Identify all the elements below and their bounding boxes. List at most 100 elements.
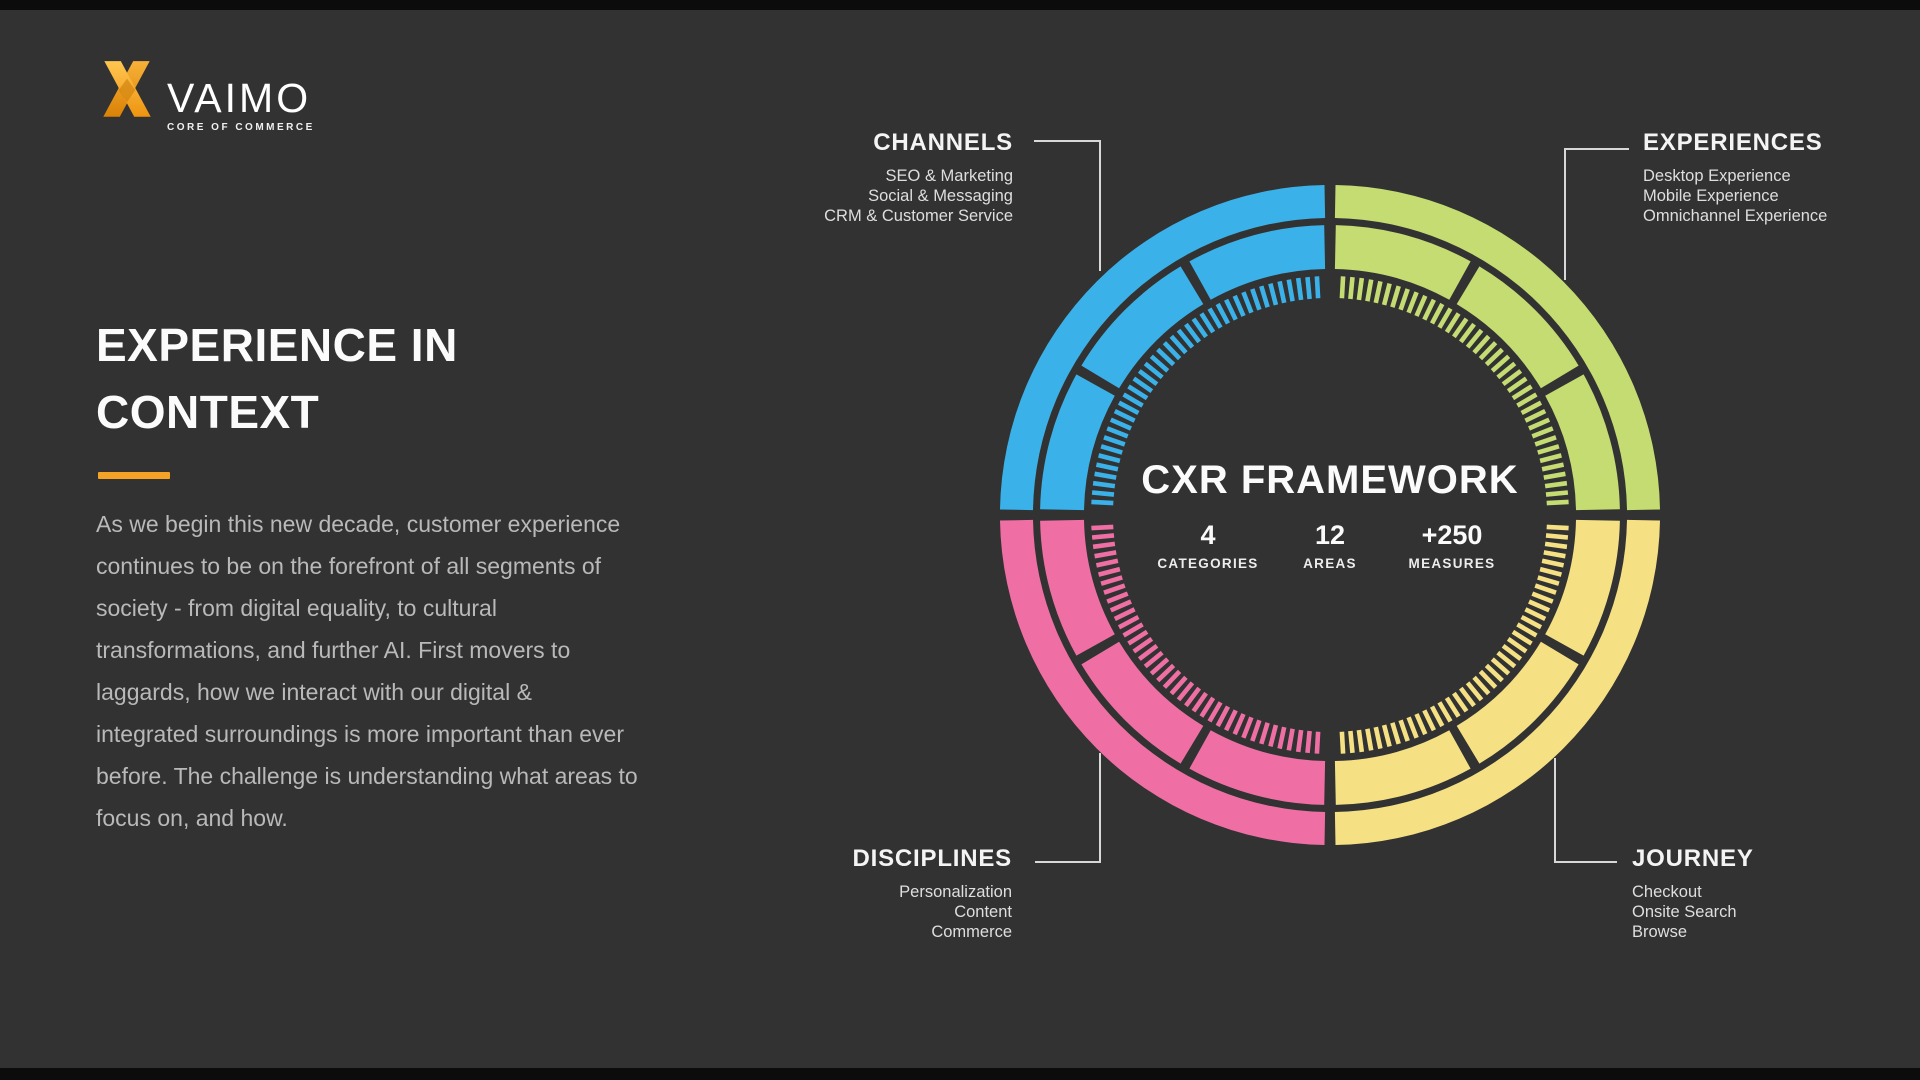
- quadrant-segment-experiences: [1545, 374, 1620, 511]
- tick-mark-journey: [1390, 722, 1401, 745]
- quadrant-item: Mobile Experience: [1643, 187, 1779, 205]
- tick-mark-disciplines: [1199, 696, 1216, 718]
- tick-mark-disciplines: [1094, 550, 1117, 559]
- tick-mark-channels: [1109, 417, 1132, 431]
- tick-mark-experiences: [1545, 490, 1569, 497]
- tick-mark-experiences: [1511, 384, 1533, 401]
- tick-mark-channels: [1176, 328, 1195, 349]
- tick-mark-disciplines: [1127, 629, 1149, 646]
- tick-mark-channels: [1286, 279, 1295, 302]
- tick-mark-journey: [1444, 696, 1461, 718]
- tick-mark-channels: [1295, 277, 1304, 301]
- tick-mark-disciplines: [1250, 719, 1262, 742]
- intro-paragraph: As we begin this new decade, customer ex…: [96, 503, 638, 839]
- tick-mark-channels: [1094, 471, 1117, 480]
- connector-line-experiences: [1564, 148, 1629, 280]
- tick-mark-journey: [1520, 614, 1543, 630]
- tick-mark-disciplines: [1095, 558, 1119, 568]
- quadrant-item: Social & Messaging: [868, 187, 1013, 205]
- framework-title: CXR FRAMEWORK: [1141, 458, 1519, 502]
- paragraph-line: before. The challenge is understanding w…: [96, 763, 638, 789]
- tick-mark-channels: [1259, 285, 1270, 308]
- tick-mark-experiences: [1501, 369, 1523, 387]
- intro-block: EXPERIENCE IN CONTEXT As we begin this n…: [96, 312, 638, 839]
- quadrant-item: Omnichannel Experience: [1643, 207, 1828, 225]
- tick-mark-disciplines: [1215, 705, 1231, 728]
- tick-mark-journey: [1429, 705, 1445, 728]
- tick-mark-experiences: [1398, 288, 1410, 311]
- tick-mark-experiences: [1490, 354, 1511, 373]
- tick-mark-journey: [1437, 701, 1453, 723]
- tick-mark-channels: [1156, 347, 1176, 367]
- stat-areas: 12 AREAS: [1272, 522, 1388, 572]
- quadrant-segment-journey: [1545, 519, 1620, 656]
- tick-mark-channels: [1092, 480, 1116, 489]
- tick-mark-channels: [1091, 490, 1115, 497]
- tick-mark-journey: [1545, 533, 1569, 540]
- tick-mark-journey: [1422, 709, 1436, 732]
- tick-mark-journey: [1543, 550, 1566, 559]
- tick-mark-disciplines: [1098, 566, 1121, 577]
- tick-mark-disciplines: [1106, 591, 1129, 604]
- tick-mark-channels: [1103, 435, 1126, 447]
- tick-mark-channels: [1143, 361, 1164, 380]
- tick-mark-journey: [1465, 681, 1484, 702]
- paragraph-line: society - from digital equality, to cult…: [96, 595, 497, 621]
- tick-mark-channels: [1314, 276, 1321, 299]
- tick-mark-disciplines: [1207, 701, 1223, 723]
- tick-mark-experiences: [1406, 291, 1419, 314]
- tick-mark-channels: [1127, 384, 1149, 401]
- tick-mark-journey: [1414, 713, 1428, 736]
- tick-mark-experiences: [1496, 361, 1517, 380]
- tick-mark-channels: [1113, 409, 1136, 423]
- tick-mark-channels: [1091, 499, 1114, 506]
- tick-mark-channels: [1149, 354, 1170, 373]
- tick-mark-experiences: [1478, 341, 1498, 361]
- framework-stats: 4 CATEGORIES 12 AREAS +250 MEASURES: [1050, 522, 1610, 572]
- tick-mark-journey: [1537, 575, 1560, 586]
- quadrant-label-journey: JOURNEY Checkout Onsite Search Browse: [1632, 846, 1754, 942]
- connector-line-journey: [1554, 758, 1617, 863]
- paragraph-line: As we begin this new decade, customer ex…: [96, 511, 621, 537]
- tick-mark-disciplines: [1103, 583, 1126, 595]
- tick-mark-disciplines: [1314, 731, 1321, 754]
- tick-mark-channels: [1132, 376, 1154, 393]
- tick-mark-disciplines: [1241, 716, 1254, 739]
- stat-measures: +250 MEASURES: [1394, 522, 1510, 572]
- tick-mark-channels: [1277, 280, 1287, 304]
- paragraph-line: integrated surroundings is more importan…: [96, 721, 625, 747]
- tick-mark-channels: [1305, 276, 1312, 300]
- tick-mark-channels: [1232, 294, 1246, 317]
- tick-mark-disciplines: [1295, 729, 1304, 753]
- tick-mark-disciplines: [1092, 541, 1116, 550]
- brand-text: VAIMO CORE OF COMMERCE: [167, 56, 315, 134]
- tick-mark-channels: [1169, 334, 1188, 355]
- quadrant-item: Browse: [1632, 923, 1688, 941]
- tick-mark-experiences: [1537, 444, 1560, 455]
- quadrant-item: Commerce: [931, 923, 1012, 941]
- quadrant-title: JOURNEY: [1632, 845, 1754, 872]
- tick-mark-journey: [1365, 728, 1374, 751]
- tick-mark-channels: [1215, 302, 1231, 325]
- tick-mark-disciplines: [1156, 663, 1176, 683]
- quadrant-segment-journey: [1334, 730, 1471, 805]
- quadrant-items: Checkout Onsite Search Browse: [1632, 882, 1754, 942]
- tick-mark-channels: [1100, 444, 1123, 455]
- tick-mark-journey: [1501, 643, 1523, 661]
- quadrant-item: Content: [954, 903, 1012, 921]
- quadrant-item: Personalization: [899, 883, 1012, 901]
- tick-mark-disciplines: [1113, 607, 1136, 621]
- tick-mark-experiences: [1429, 302, 1445, 325]
- quadrant-title: CHANNELS: [873, 129, 1013, 156]
- quadrant-segment-experiences: [1334, 225, 1471, 300]
- tick-mark-disciplines: [1277, 726, 1287, 750]
- tick-mark-disciplines: [1184, 686, 1202, 708]
- quadrant-items: SEO & Marketing Social & Messaging CRM &…: [824, 166, 1013, 226]
- brand-tagline: CORE OF COMMERCE: [167, 122, 315, 133]
- bottom-letterbox-bar: [0, 1068, 1920, 1080]
- stat-label: AREAS: [1303, 556, 1357, 571]
- tick-mark-experiences: [1543, 471, 1566, 480]
- tick-mark-disciplines: [1109, 599, 1132, 613]
- tick-mark-experiences: [1339, 276, 1346, 299]
- paragraph-line: focus on, and how.: [96, 805, 288, 831]
